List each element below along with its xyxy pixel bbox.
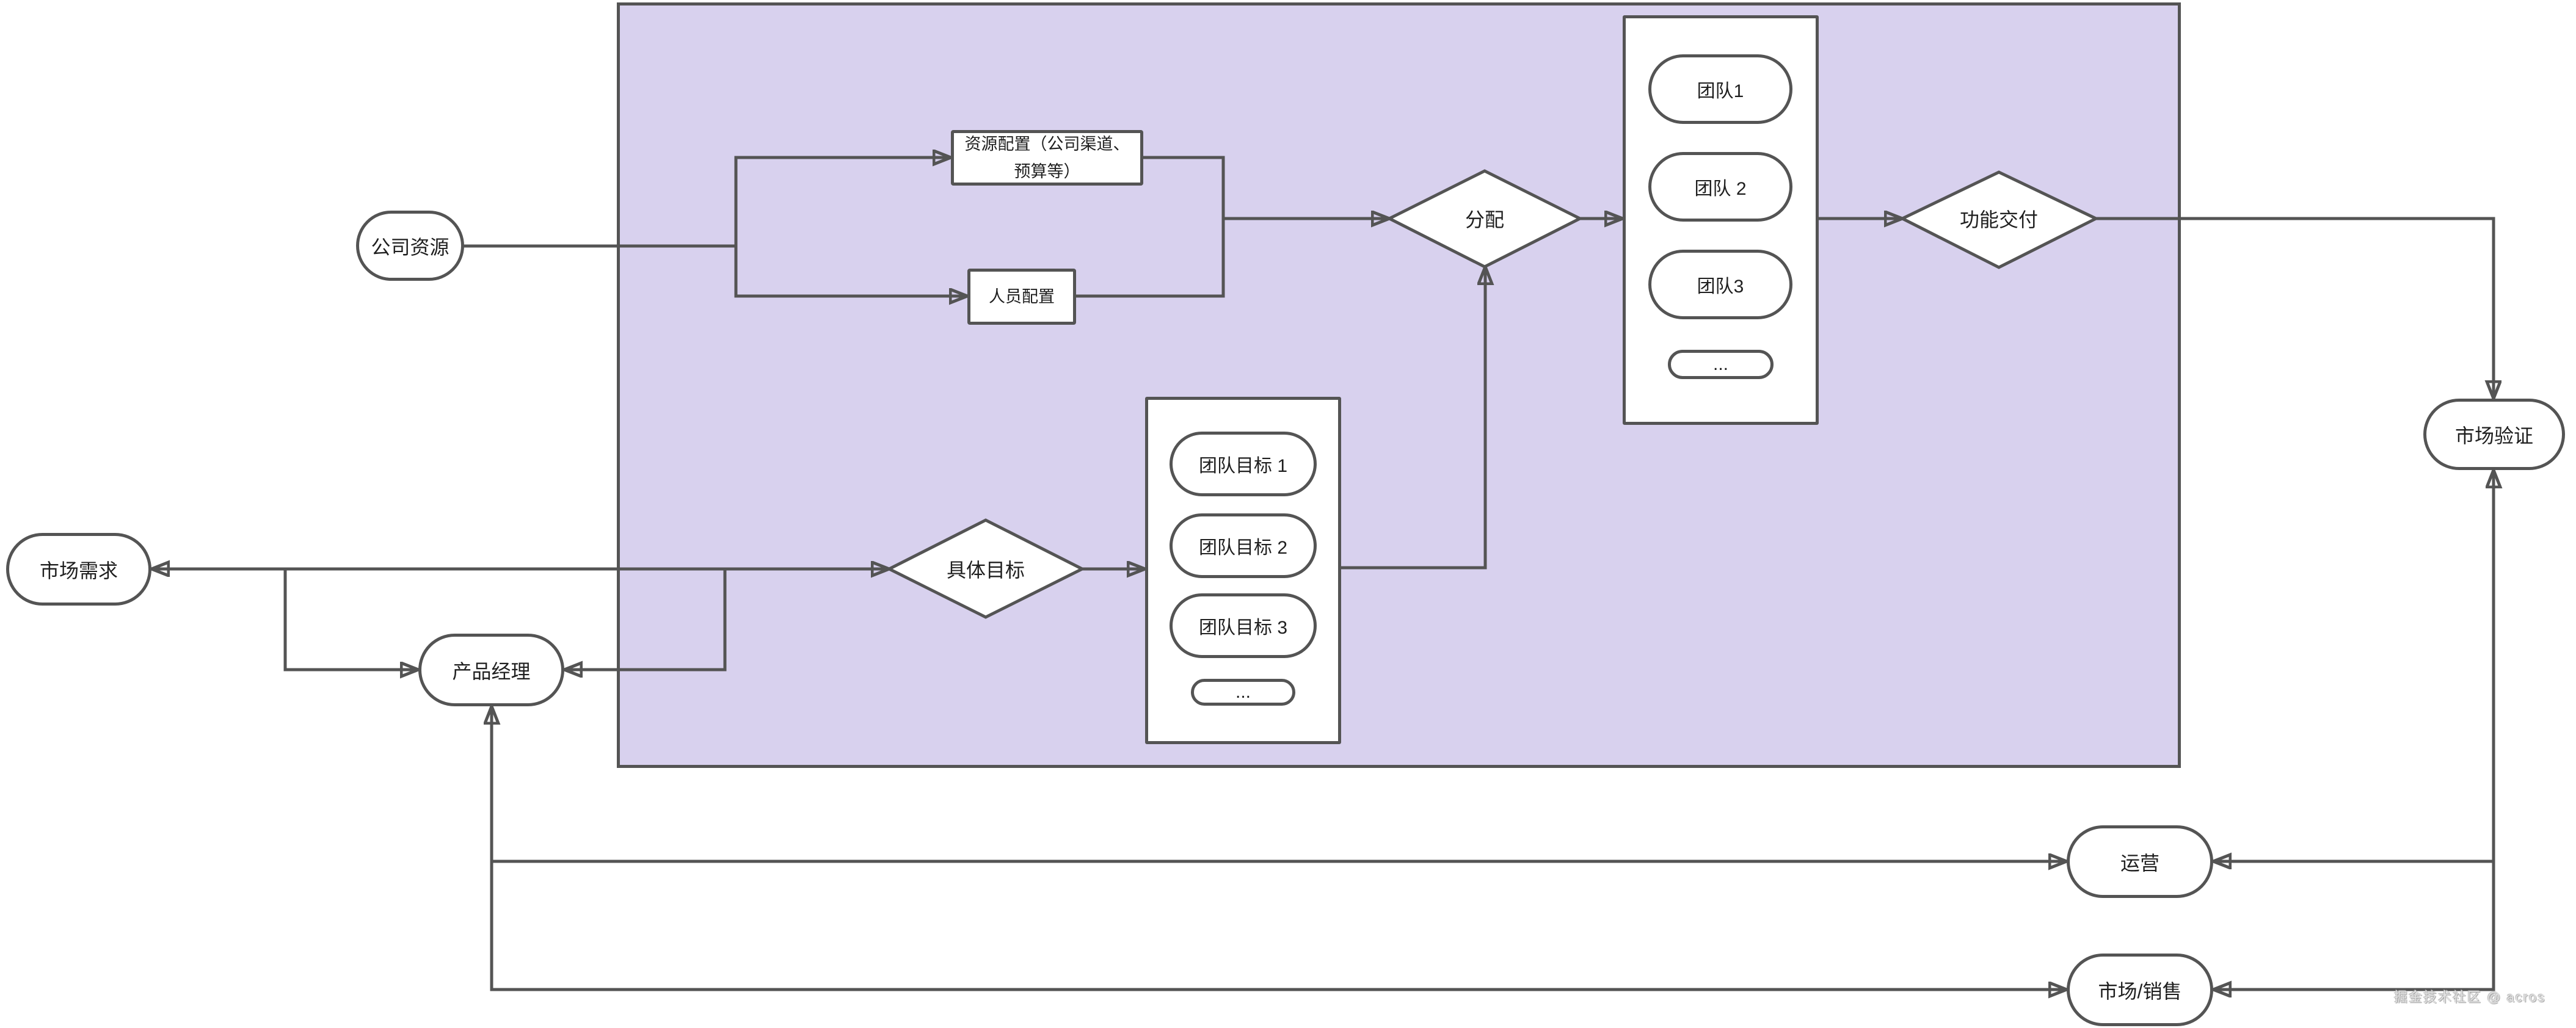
node-market-validation-label: 市场验证: [2454, 424, 2533, 447]
node-product-manager-label: 产品经理: [452, 660, 531, 682]
node-product-manager: 产品经理: [418, 634, 564, 706]
feature-delivery-label: 功能交付: [1959, 209, 2038, 231]
team-goal-pill-1-label: 团队目标 1: [1198, 456, 1288, 476]
allocate-diamond: [1386, 169, 1584, 269]
process-region: [617, 2, 2181, 768]
team-pill-3-label: 团队3: [1697, 277, 1744, 297]
feature-delivery-diamond: [1899, 170, 2100, 269]
conn-delivery-to-validation: [2094, 217, 2494, 399]
node-market-validation: 市场验证: [2423, 399, 2565, 470]
node-staff-allocation: 人员配置: [967, 269, 1076, 325]
team-goal-pill-2-label: 团队目标 2: [1198, 538, 1288, 558]
node-operations: 运营: [2067, 825, 2213, 898]
watermark-text: 掘金技术社区 @ acros: [2394, 986, 2545, 1006]
node-market-demand: 市场需求: [6, 533, 151, 606]
team-goal-pill-3: 团队目标 3: [1170, 593, 1317, 658]
node-market-demand-label: 市场需求: [39, 559, 118, 582]
team-pill-more: ...: [1668, 350, 1774, 379]
node-marketing-sales: 市场/销售: [2067, 954, 2213, 1026]
team-pill-2-label: 团队 2: [1694, 179, 1747, 199]
team-pill-3: 团队3: [1648, 250, 1792, 319]
allocate-diamond-label: 分配: [1393, 201, 1576, 236]
watermark-label: 掘金技术社区 @ acros: [2394, 990, 2546, 1005]
allocate-label: 分配: [1464, 209, 1504, 231]
node-operations-label: 运营: [2120, 852, 2159, 874]
team-pill-1-label: 团队1: [1697, 81, 1744, 101]
conn-company-split: [462, 156, 738, 298]
team-pill-more-label: ...: [1712, 354, 1728, 374]
team-goal-pill-1: 团队目标 1: [1170, 432, 1317, 496]
node-resource-allocation: 资源配置（公司渠道、预算等）: [951, 130, 1143, 186]
specific-goals-diamond: [886, 518, 1086, 619]
node-marketing-sales-label: 市场/销售: [2098, 980, 2182, 1002]
conn-branch-to-pm-right: [564, 567, 727, 670]
conn-allocation-merge: [1074, 156, 1225, 298]
node-company-resources-label: 公司资源: [371, 236, 449, 258]
node-resource-allocation-label: 资源配置（公司渠道、预算等）: [964, 134, 1130, 181]
specific-goals-label: 具体目标: [946, 559, 1025, 581]
team-goal-pill-2: 团队目标 2: [1170, 513, 1317, 578]
node-company-resources: 公司资源: [356, 211, 464, 281]
conn-teamgoals-to-allocate: [1339, 267, 1485, 570]
team-goal-pill-more-label: ...: [1235, 682, 1251, 702]
team-pill-2: 团队 2: [1648, 152, 1792, 222]
node-staff-allocation-label: 人员配置: [989, 287, 1055, 306]
team-goal-pill-3-label: 团队目标 3: [1198, 618, 1288, 638]
team-pill-1: 团队1: [1648, 54, 1792, 124]
team-goal-pill-more: ...: [1191, 679, 1295, 706]
conn-branch-to-pm-left: [283, 567, 418, 670]
specific-goals-diamond-label: 具体目标: [894, 552, 1077, 586]
feature-delivery-diamond-label: 功能交付: [1907, 201, 2090, 236]
